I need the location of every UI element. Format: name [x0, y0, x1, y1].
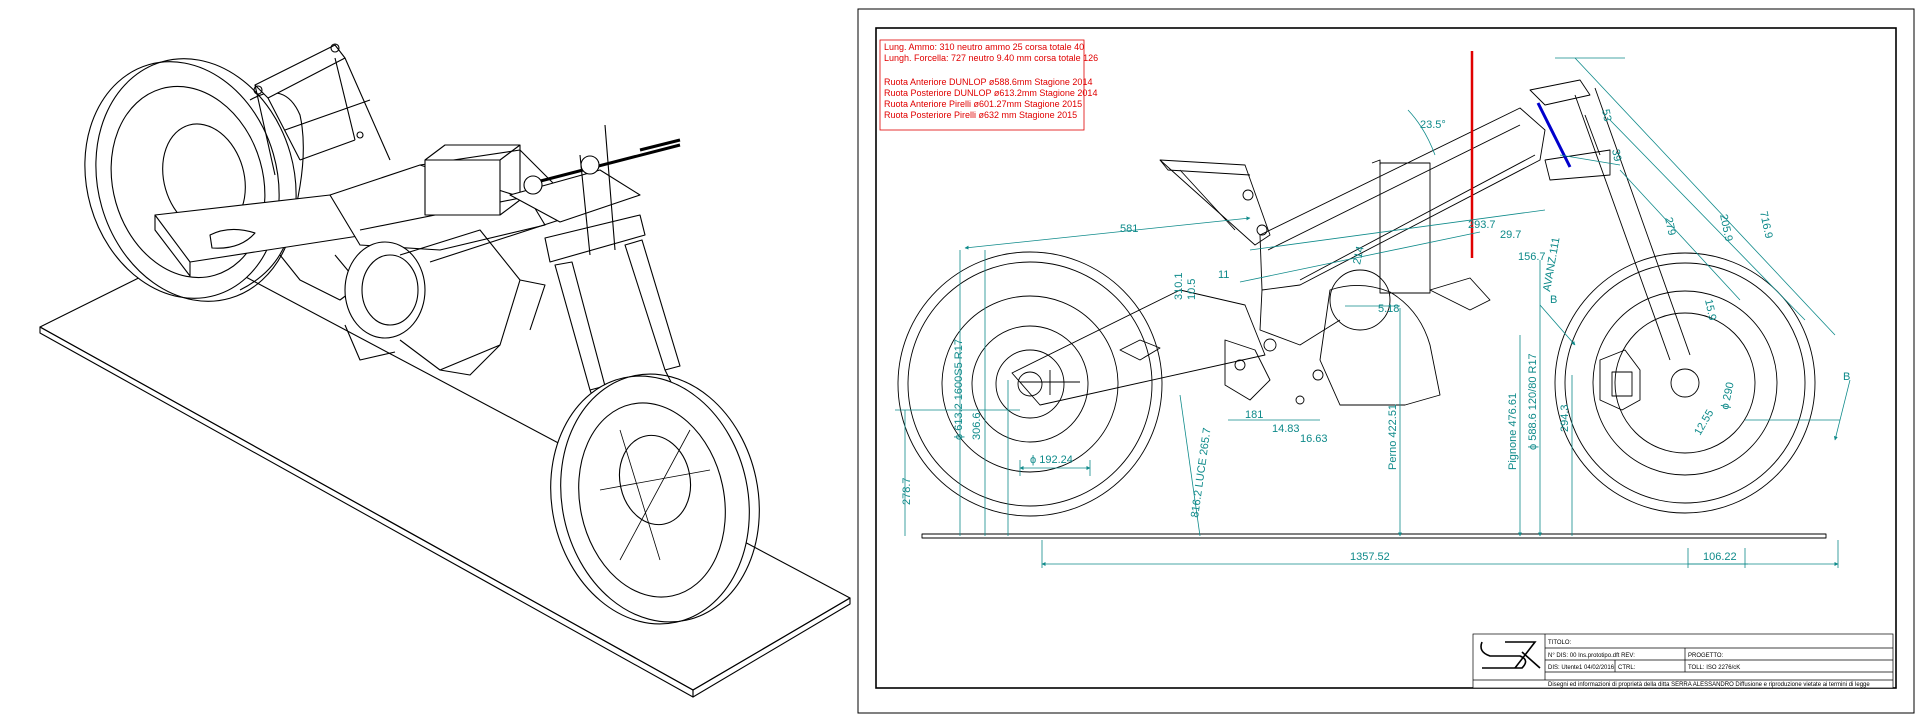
dim-310-1: 310.1 — [1173, 272, 1185, 300]
note-line: Lungh. Forcella: 727 neutro 9.40 mm cors… — [884, 53, 1098, 63]
dim-perno: Perno 422.51 — [1387, 404, 1399, 470]
front-wheel-iso — [550, 373, 760, 625]
tb-progetto: PROGETTO: — [1688, 653, 1724, 659]
linkage-side — [1224, 338, 1324, 405]
note-line: Ruota Anteriore DUNLOP ø588.6mm Stagione… — [884, 77, 1092, 87]
dim-angle: 23.5° — [1420, 119, 1446, 131]
dim-214: 214 — [1351, 245, 1367, 265]
section-label-b-2: B — [1843, 371, 1850, 383]
fork-side — [1529, 79, 1691, 361]
front-wheel-side — [1554, 252, 1816, 514]
engine-iso — [344, 144, 546, 376]
dim-14-83: 14.83 — [1272, 423, 1300, 435]
dim-sprocket: ϕ 192.24 — [1030, 454, 1073, 466]
dimension-lines — [895, 57, 1851, 568]
dim-wheelbase: 1357.52 — [1350, 551, 1390, 563]
note-line: Lung. Ammo: 310 neutro ammo 25 corsa tot… — [884, 42, 1084, 52]
dim-11: 11 — [1218, 269, 1229, 281]
tb-dis: DIS: Utente1 04/02/2016 — [1548, 665, 1615, 671]
dim-10-5: 10.5 — [1186, 279, 1198, 300]
swingarm-side — [1011, 289, 1266, 406]
dim-trail: 106.22 — [1703, 551, 1737, 563]
dim-rear-wheel: ϕ 613.2 1600S5 R17 — [953, 339, 965, 440]
tb-footer: Disegni ed informazioni di proprietà del… — [1548, 682, 1870, 688]
company-logo — [1480, 641, 1541, 669]
dim-716-9: 716.9 — [1757, 210, 1774, 239]
dim-16-63: 16.63 — [1300, 433, 1328, 445]
isometric-view — [39, 43, 851, 698]
dim-53: 53 — [1599, 108, 1613, 122]
note-line: Ruota Posteriore DUNLOP ø613.2mm Stagion… — [884, 88, 1097, 98]
rear-wheel-side — [897, 251, 1163, 517]
dim-306-6: 306.6 — [971, 412, 983, 440]
tb-toll: TOLL: ISO 2276/cK — [1688, 665, 1740, 671]
tb-ndis: N° DIS: 00 Ins.prototipo.dft REV: — [1548, 653, 1635, 659]
ground-line — [921, 533, 1827, 539]
dim-156-7: 156.7 — [1518, 251, 1546, 263]
notes-box: Lung. Ammo: 310 neutro ammo 25 corsa tot… — [879, 39, 1098, 131]
dim-279: 279 — [1662, 216, 1678, 236]
dim-5-18: 5.18 — [1378, 303, 1399, 315]
dim-581: 581 — [1120, 223, 1138, 235]
drawing-sheet — [857, 8, 1915, 714]
tb-ctrl: CTRL: — [1618, 665, 1636, 671]
main-frame-side — [1259, 107, 1546, 346]
dim-181: 181 — [1245, 409, 1263, 421]
dim-front-wheel: ϕ 588.6 120/80 R17 — [1527, 353, 1539, 450]
steering-axis-highlight — [1536, 102, 1572, 168]
engine-side — [1319, 159, 1491, 406]
tb-titolo: TITOLO: — [1548, 640, 1572, 646]
dim-29-7: 29.7 — [1500, 229, 1521, 241]
note-line: Ruota Anteriore Pirelli ø601.27mm Stagio… — [884, 99, 1082, 109]
dim-15-9: 15.9 — [1702, 298, 1718, 321]
steering-iso — [509, 124, 681, 263]
dim-39: 39 — [1609, 148, 1623, 162]
title-block: TITOLO: N° DIS: 00 Ins.prototipo.dft REV… — [1472, 633, 1894, 689]
dim-290: ϕ 290 — [1719, 381, 1736, 410]
subframe-iso — [253, 43, 391, 176]
note-line: Ruota Posteriore Pirelli ø632 mm Stagion… — [884, 110, 1077, 120]
dim-278-7: 278.7 — [901, 477, 913, 505]
dim-294-3: 294.3 — [1559, 404, 1571, 432]
dim-293-7: 293.7 — [1468, 219, 1496, 231]
side-view — [897, 79, 1827, 539]
dim-205-9: 205.9 — [1717, 213, 1734, 242]
section-label-b: B — [1550, 294, 1557, 306]
dim-pignone: Pignone 476.61 — [1507, 393, 1519, 470]
